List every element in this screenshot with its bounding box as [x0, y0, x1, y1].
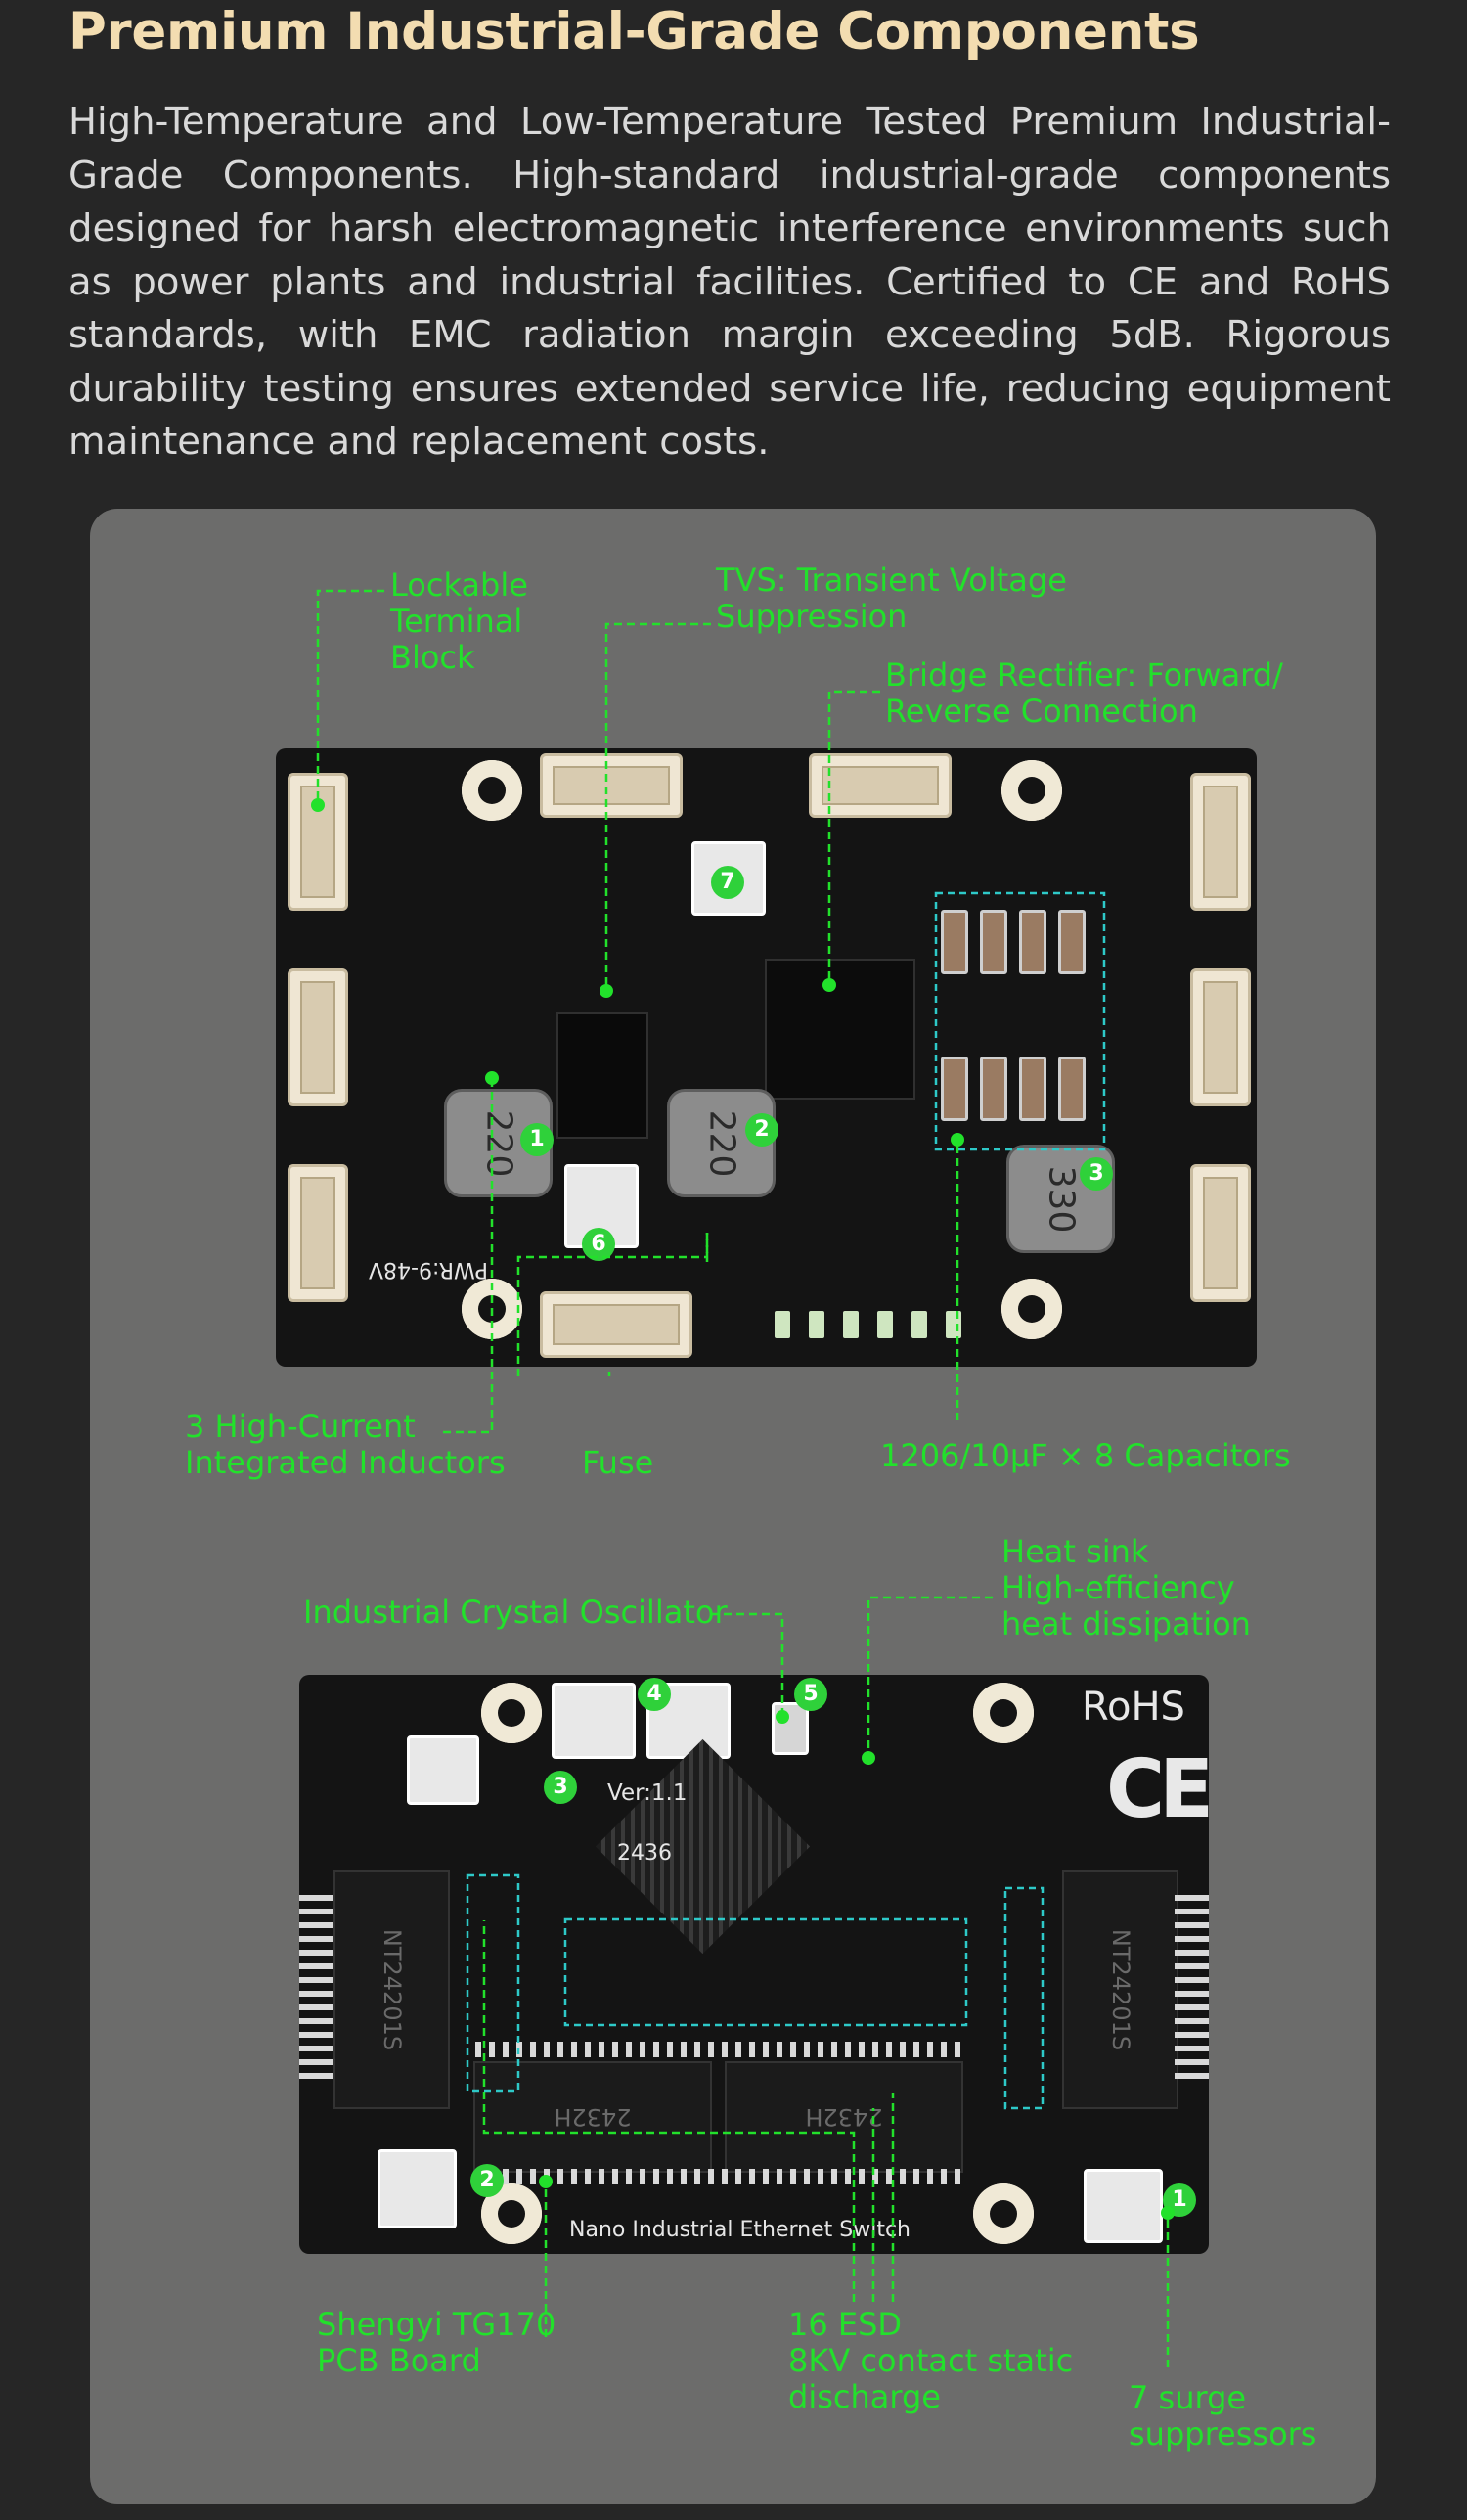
smd-capacitor [1058, 1057, 1086, 1121]
marker-1: 1 [520, 1123, 554, 1156]
callout-bridge-rectifier: Bridge Rectifier: Forward/ Reverse Conne… [885, 656, 1283, 730]
status-led [775, 1311, 790, 1338]
callout-inductors: 3 High-Current Integrated Inductors [185, 1408, 506, 1481]
smd-capacitor [1019, 1057, 1046, 1121]
callout-tvs: TVS: Transient Voltage Suppression [716, 562, 1067, 635]
terminal-connector [1190, 968, 1251, 1106]
tvs-diode [556, 1012, 648, 1139]
marker-1: 1 [1163, 2183, 1196, 2217]
terminal-connector [1190, 773, 1251, 911]
smd-capacitor [980, 910, 1007, 974]
status-led [911, 1311, 927, 1338]
version-label: Ver:1.1 [607, 1780, 688, 1806]
ethernet-transformer: 2432H [473, 2061, 712, 2173]
surge-suppressor [407, 1735, 479, 1805]
mounting-hole [481, 1683, 542, 1743]
pin-header [475, 2042, 964, 2057]
status-led [809, 1311, 824, 1338]
terminal-connector [540, 753, 683, 818]
smd-capacitor [980, 1057, 1007, 1121]
pin-header [1175, 1895, 1209, 2081]
smd-capacitor [941, 1057, 968, 1121]
terminal-connector [288, 968, 348, 1106]
marker-2: 2 [470, 2164, 504, 2197]
marker-4: 4 [638, 1678, 671, 1711]
page-title: Premium Industrial-Grade Components [68, 2, 1200, 62]
ethernet-transformer: NT24201S [333, 1870, 450, 2109]
marker-6: 6 [582, 1228, 615, 1261]
mounting-hole [973, 2183, 1034, 2244]
bridge-rectifier [765, 959, 915, 1100]
mounting-hole [1001, 1279, 1062, 1339]
inductor: 220 [667, 1089, 776, 1197]
mounting-hole [462, 760, 522, 821]
surge-suppressor [1084, 2169, 1163, 2243]
pin-header [299, 1895, 333, 2081]
terminal-connector [1190, 1164, 1251, 1302]
callout-surge: 7 surge suppressors [1129, 2379, 1317, 2452]
pin-header [475, 2169, 964, 2184]
callout-heat-sink: Heat sink High-efficiency heat dissipati… [1001, 1533, 1251, 1642]
marker-3: 3 [544, 1771, 577, 1804]
callout-terminal-block: Lockable Terminal Block [390, 566, 528, 676]
callout-pcb: Shengyi TG170 PCB Board [317, 2306, 556, 2379]
rohs-logo: RoHS [1082, 1685, 1185, 1730]
smd-capacitor [1058, 910, 1086, 974]
terminal-connector [809, 753, 952, 818]
surge-suppressor [552, 1683, 636, 1759]
smd-capacitor [1019, 910, 1046, 974]
switch-board: NT24201S NT24201S 2432H 2432H Ver:1.1 24… [299, 1675, 1214, 2254]
date-code: 2436 [617, 1841, 672, 1866]
ethernet-transformer: 2432H [725, 2061, 963, 2173]
marker-2: 2 [745, 1113, 778, 1147]
terminal-connector [288, 1164, 348, 1302]
terminal-connector [540, 1291, 692, 1358]
surge-suppressor [378, 2149, 457, 2228]
smd-capacitor [941, 910, 968, 974]
power-board: 220 220 330 PWR:9-48V 1 2 3 6 7 [276, 748, 1257, 1367]
description-paragraph: High-Temperature and Low-Temperature Tes… [68, 100, 1391, 464]
marker-3: 3 [1080, 1157, 1113, 1191]
status-led [877, 1311, 893, 1338]
ethernet-transformer: NT24201S [1062, 1870, 1178, 2109]
status-led [843, 1311, 859, 1338]
mounting-hole [973, 1683, 1034, 1743]
callout-fuse: Fuse [582, 1444, 654, 1481]
product-image-panel: 220 220 330 PWR:9-48V 1 2 3 6 7 [90, 509, 1376, 2504]
mounting-hole [1001, 760, 1062, 821]
marker-7: 7 [711, 866, 744, 899]
callout-capacitors: 1206/10μF × 8 Capacitors [880, 1437, 1291, 1474]
crystal-oscillator [772, 1702, 809, 1755]
marker-5: 5 [794, 1678, 827, 1711]
callout-oscillator: Industrial Crystal Oscillator [303, 1594, 728, 1631]
callout-esd: 16 ESD 8KV contact static discharge [788, 2306, 1074, 2415]
ce-logo: CE [1106, 1743, 1214, 1836]
